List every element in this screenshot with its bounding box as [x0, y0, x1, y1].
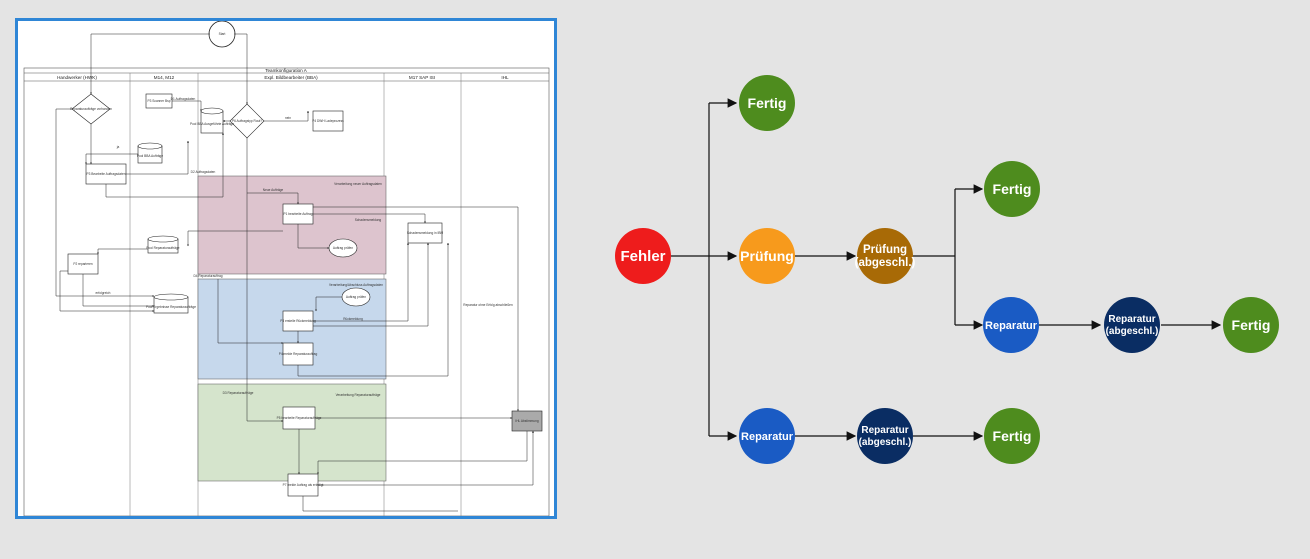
node-label: (abgeschl.) — [1106, 326, 1159, 337]
node-pruefung: Prüfung — [739, 228, 795, 284]
node-label: Fertig — [993, 428, 1032, 444]
lane-label: M17 SAP ISI — [409, 75, 435, 80]
db-4 — [153, 293, 189, 314]
region-label: Verarbeitung/Abschluss Auftragsdaten — [329, 283, 383, 287]
node-circle — [1223, 297, 1279, 353]
node-reparatur-abgeschl: Reparatur (abgeschl.) — [857, 408, 913, 464]
edge-label: erfolgreich — [96, 291, 111, 295]
shape-text: Pool BBA Ausgeführte Aufträge — [190, 122, 234, 126]
shape-text: P6 Auftragstyp Rout? — [232, 119, 262, 123]
node-fertig: Fertig — [984, 161, 1040, 217]
db-1 — [200, 107, 224, 134]
region-green — [197, 383, 387, 482]
node-reparatur-abgeschl: Reparatur (abgeschl.) — [1104, 297, 1160, 353]
edge-label: D4 Reparaturauftrag — [193, 274, 222, 278]
shape-text: P2 reparieren — [73, 262, 93, 266]
tree-connectors — [671, 98, 1222, 441]
node-label: Fertig — [993, 181, 1032, 197]
shape-text: P7 melde Auftrag als erledigt — [283, 483, 324, 487]
node-fehler: Fehler — [615, 228, 671, 284]
shape-text: Reparaturaufträge vorhanden — [70, 107, 112, 111]
node-fertig: Fertig — [1223, 297, 1279, 353]
process-diagram: Start Teamkonfiguration A Handwerker (HW… — [23, 21, 550, 516]
node-reparatur: Reparatur — [983, 297, 1039, 353]
shape-text: Pool Ergebnisse Reparaturaufträge — [146, 305, 196, 309]
process-box — [312, 110, 344, 132]
node-label: Fertig — [1232, 317, 1271, 333]
edge-label: D1 Auftragsdaten — [171, 97, 196, 101]
node-reparatur: Reparatur — [739, 408, 795, 464]
edge-label: ja — [116, 145, 120, 149]
region-label: Verarbeitung Reparaturaufträge — [336, 393, 381, 397]
shape-text: P3 erstelle Rückmeldung — [280, 319, 316, 323]
shape-text: P5 bearbeite Reparaturaufträge — [277, 416, 322, 420]
shape-text: P4 melde Reparaturauftrag — [279, 352, 318, 356]
node-circle — [857, 228, 913, 284]
shape-text: P3 Scanner Bsp — [147, 99, 170, 103]
node-label: (abgeschl.) — [855, 257, 916, 269]
node-circle — [857, 408, 913, 464]
edge-label: D2 Auftragsdaten — [191, 170, 216, 174]
node-label: Prüfung — [740, 248, 794, 264]
shape-text: P3 Bearbeite Auftragsdaten — [87, 172, 126, 176]
edge-label: Rückmeldung — [343, 317, 363, 321]
node-label: Fertig — [748, 95, 787, 111]
node-label: Fehler — [620, 248, 665, 265]
db-2 — [137, 142, 163, 164]
node-circle — [739, 228, 795, 284]
lane-label: Handwerker (HWK) — [57, 75, 97, 80]
shape-text: P4 DWH Ladeprozess — [312, 119, 344, 123]
node-circle — [739, 75, 795, 131]
node-label: Reparatur — [861, 425, 908, 436]
node-circle — [739, 408, 795, 464]
edge-label: nein — [285, 116, 291, 120]
shape-text: Auftrag prüfen — [333, 246, 353, 250]
edge-label: D3 Reparaturaufträge — [223, 391, 254, 395]
process-diagram-panel: Start Teamkonfiguration A Handwerker (HW… — [15, 18, 557, 519]
region-pink — [197, 175, 387, 275]
node-circle — [984, 161, 1040, 217]
lane-label: M14, M12 — [154, 75, 175, 80]
node-label: Reparatur — [741, 431, 794, 443]
node-label: Reparatur — [985, 320, 1038, 332]
shape-text: Pool BBA Aufträge — [137, 154, 163, 158]
connectors — [55, 33, 534, 512]
config-title: Teamkonfiguration A — [265, 68, 308, 73]
node-circle — [983, 297, 1039, 353]
node-label: (abgeschl.) — [859, 437, 912, 448]
shape-text: Schadensmeldung in IBM — [407, 231, 444, 235]
region-label: Verarbeitung neuer Auftragsdaten — [334, 182, 382, 186]
pool-frame — [23, 67, 550, 516]
node-pruefung-abgeschl: Prüfung (abgeschl.) — [855, 228, 916, 284]
shape-text: IHL Abstimmung — [515, 419, 538, 423]
shape-text: Pool Reparaturaufträge — [146, 246, 179, 250]
edge-label: Reparatur ohne Erfolg abschließen — [463, 303, 513, 307]
node-fertig: Fertig — [984, 408, 1040, 464]
shape-text: P1 bearbeite Auftrag — [283, 212, 312, 216]
shape-text: Auftrag prüfen — [346, 295, 366, 299]
lane-label: Expl. Bildbearbeiter (BBA) — [264, 75, 318, 80]
edge-label: Schadensmeldung — [355, 218, 382, 222]
node-circle — [984, 408, 1040, 464]
start-label: Start — [219, 32, 226, 36]
lane-label: IHL — [501, 75, 509, 80]
node-circle — [1104, 297, 1160, 353]
node-label: Prüfung — [863, 244, 907, 256]
edge-label: Neue Aufträge — [263, 188, 284, 192]
db-3 — [147, 235, 179, 254]
node-label: Reparatur — [1108, 314, 1155, 325]
node-fertig: Fertig — [739, 75, 795, 131]
node-circle — [615, 228, 671, 284]
